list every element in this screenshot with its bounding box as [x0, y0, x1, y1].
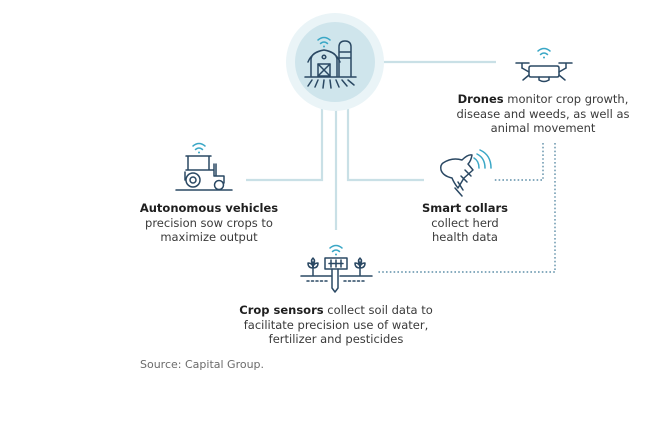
node-autonomous-vehicles: Autonomous vehicles precision sow crops …: [138, 201, 280, 245]
dotted-drones-to-sensors: [378, 143, 556, 273]
cow-collar-icon: [440, 149, 492, 197]
connector-autonomous-vehicles: [246, 100, 324, 182]
crop-sensors-desc-2: facilitate precision use of water,: [243, 317, 429, 332]
dotted-drones-to-collars: [494, 143, 544, 181]
source-note: Source: Capital Group.: [140, 358, 265, 371]
node-drones: Drones monitor crop growth, disease and …: [450, 92, 636, 136]
smart-collars-desc: collect herd: [431, 215, 499, 230]
drones-desc-3: animal movement: [490, 121, 596, 135]
crop-sensors-title: Crop sensors: [239, 303, 324, 317]
autonomous-vehicles-desc-2: maximize output: [160, 230, 258, 244]
barn-icon: [304, 36, 357, 89]
node-smart-collars: Smart collars collect herd health data: [410, 201, 520, 245]
drone-icon: [515, 47, 573, 83]
node-crop-sensors: Crop sensors collect soil data to facili…: [236, 303, 436, 347]
smart-collars-title: Smart collars: [421, 201, 509, 215]
dotted-connectors: [378, 143, 556, 273]
soil-sensor-icon: [300, 244, 373, 293]
connector-smart-collars: [346, 100, 424, 182]
hub-circle: [295, 22, 375, 102]
drones-desc: monitor crop growth,: [507, 92, 629, 106]
hub: [286, 13, 384, 111]
connectors: [246, 60, 496, 230]
autonomous-vehicles-desc: precision sow crops to: [145, 215, 273, 230]
crop-sensors-desc: collect soil data to: [327, 303, 433, 317]
drones-title: Drones: [457, 92, 504, 106]
tractor-icon: [175, 142, 233, 191]
smart-collars-desc-2: health data: [432, 230, 498, 244]
crop-sensors-desc-3: fertilizer and pesticides: [268, 332, 404, 346]
autonomous-vehicles-title: Autonomous vehicles: [139, 201, 279, 215]
drones-desc-2: disease and weeds, as well as: [456, 106, 630, 121]
